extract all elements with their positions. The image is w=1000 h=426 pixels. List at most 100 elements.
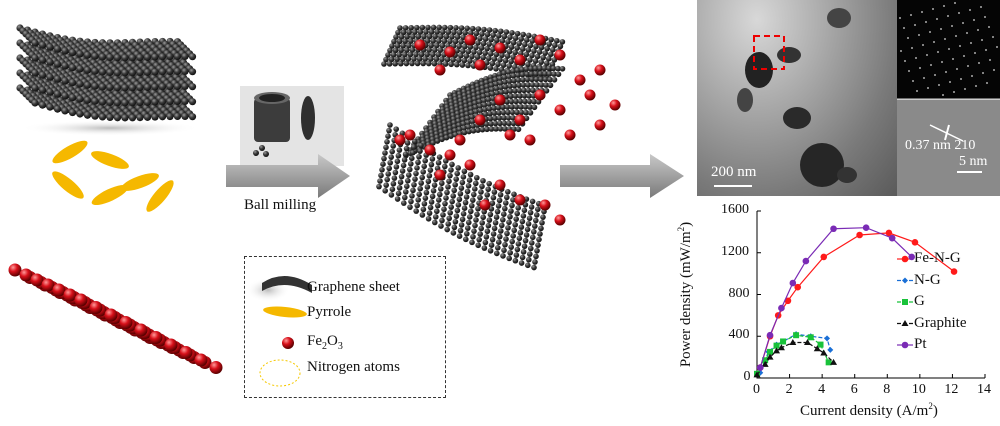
legend-graphene-sheet: Graphene sheet bbox=[307, 279, 400, 295]
data-point bbox=[773, 341, 780, 348]
scale-label-inset: 5 nm bbox=[959, 154, 988, 169]
legend-icons bbox=[246, 275, 312, 387]
scale-label-main: 200 nm bbox=[711, 164, 757, 180]
legend-fe2o3: Fe2O3 bbox=[307, 333, 343, 352]
legend-marker bbox=[902, 299, 908, 305]
data-point bbox=[780, 338, 787, 345]
legend-entry bbox=[897, 255, 913, 263]
data-point bbox=[756, 364, 764, 371]
series-line bbox=[756, 341, 834, 376]
fe2o3-icon bbox=[282, 337, 294, 349]
data-point bbox=[777, 344, 785, 351]
legend-nitrogen-atoms: Nitrogen atoms bbox=[307, 359, 400, 375]
data-point bbox=[820, 253, 828, 261]
data-point bbox=[824, 335, 831, 342]
data-point bbox=[778, 304, 785, 312]
data-point bbox=[766, 332, 774, 340]
legend-label-pt: Pt bbox=[914, 336, 927, 352]
lattice-spacing-label: 0.37 nm 210 bbox=[905, 138, 976, 153]
series-line bbox=[759, 227, 913, 368]
series-pt bbox=[756, 224, 916, 371]
data-point bbox=[789, 339, 797, 346]
tem-micrograph: 200 nm bbox=[697, 0, 897, 196]
data-point bbox=[802, 257, 810, 265]
graphene-sheet-icon bbox=[262, 275, 312, 293]
legend-entry bbox=[897, 277, 913, 284]
x-tick-label: 0 bbox=[753, 382, 760, 397]
data-point bbox=[757, 369, 764, 376]
data-point bbox=[756, 364, 764, 371]
graphene-stack bbox=[16, 24, 200, 136]
legend-entry bbox=[897, 341, 913, 349]
x-tick-label: 2 bbox=[785, 382, 793, 397]
legend-marker bbox=[902, 277, 908, 284]
data-point bbox=[793, 332, 800, 339]
pyrrole-icon bbox=[263, 306, 307, 318]
data-point bbox=[807, 333, 814, 340]
legend-label-g: G bbox=[914, 293, 925, 309]
selected-region-box bbox=[753, 35, 785, 70]
hrtem-inset: 0.37 nm 210 5 nm bbox=[897, 99, 1000, 196]
legend-marker bbox=[901, 341, 909, 349]
series-line bbox=[756, 334, 830, 375]
data-point bbox=[761, 360, 769, 367]
legend-label-n-g: N-G bbox=[914, 271, 941, 288]
data-point bbox=[813, 345, 821, 352]
y-tick-label: 1600 bbox=[721, 202, 749, 217]
series-g bbox=[754, 332, 832, 377]
data-point bbox=[784, 297, 792, 305]
data-point bbox=[780, 338, 787, 345]
data-point bbox=[766, 331, 774, 339]
ball-milling-label: Ball milling bbox=[244, 197, 317, 213]
arrow-right-icon bbox=[560, 154, 684, 198]
data-point bbox=[911, 239, 919, 246]
data-point bbox=[767, 348, 774, 355]
data-point bbox=[766, 353, 774, 360]
data-point bbox=[807, 334, 814, 341]
data-point bbox=[754, 370, 760, 377]
x-tick-label: 8 bbox=[883, 382, 891, 397]
y-axis-label: Power density (mW/m2) bbox=[676, 221, 695, 368]
series-graphite bbox=[753, 339, 838, 378]
data-point bbox=[794, 283, 802, 291]
series-n-g bbox=[757, 331, 834, 376]
data-point bbox=[885, 229, 893, 237]
fe-n-graphene-composite bbox=[376, 24, 621, 271]
data-point bbox=[820, 349, 828, 356]
data-point bbox=[753, 371, 761, 378]
nitrogen-atoms-icon bbox=[259, 359, 301, 387]
legend-marker bbox=[901, 255, 909, 263]
legend-box: Graphene sheet Pyrrole Fe2O3 Nitrogen at… bbox=[244, 256, 446, 398]
data-point bbox=[817, 341, 824, 348]
x-tick-label: 12 bbox=[944, 382, 959, 397]
data-point bbox=[793, 331, 800, 338]
legend-marker bbox=[901, 320, 909, 326]
y-tick-label: 800 bbox=[728, 285, 750, 301]
pyrrole-molecules bbox=[52, 140, 174, 212]
data-point bbox=[789, 279, 797, 287]
data-point bbox=[765, 348, 772, 355]
data-point bbox=[827, 346, 834, 353]
data-point bbox=[888, 234, 896, 242]
data-point bbox=[773, 347, 781, 354]
y-tick-label: 400 bbox=[728, 327, 750, 343]
fe2o3-lattice bbox=[8, 263, 223, 374]
ball-mill-jar bbox=[240, 86, 344, 166]
y-tick-label: 0 bbox=[743, 369, 751, 384]
saed-pattern bbox=[897, 0, 1000, 98]
synthesis-illustration bbox=[8, 24, 684, 387]
legend-entry bbox=[897, 320, 913, 326]
data-point bbox=[856, 231, 863, 239]
x-tick-label: 6 bbox=[850, 382, 858, 397]
data-point bbox=[825, 359, 832, 366]
chart-axes bbox=[756, 211, 985, 379]
series-line bbox=[759, 333, 831, 373]
data-point bbox=[862, 224, 870, 231]
data-point bbox=[950, 268, 958, 275]
legend-entry bbox=[897, 299, 913, 305]
data-point bbox=[762, 357, 769, 364]
data-point bbox=[803, 339, 811, 346]
legend-pyrrole: Pyrrole bbox=[307, 304, 352, 320]
y-tick-label: 1200 bbox=[721, 243, 749, 259]
data-point bbox=[830, 225, 837, 233]
